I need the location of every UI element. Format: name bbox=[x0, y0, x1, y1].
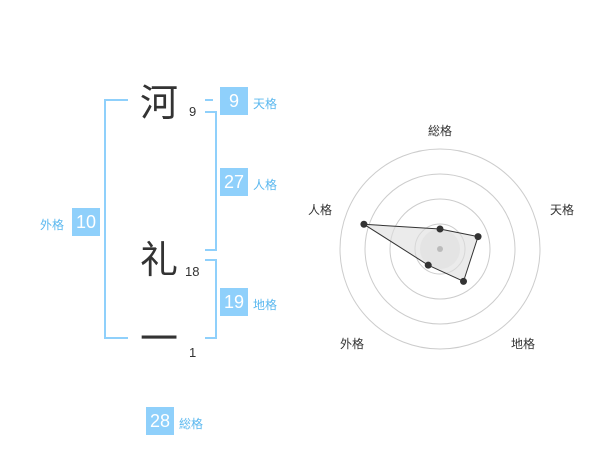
radar-center-dot bbox=[437, 246, 443, 252]
radar-ring bbox=[364, 173, 516, 325]
radar-axis-label-jinkaku: 人格 bbox=[308, 203, 333, 217]
stroke-count-3: 1 bbox=[189, 345, 197, 360]
name-char-1: 河 bbox=[140, 81, 179, 125]
radar-axis-label-gaikaku: 外格 bbox=[340, 337, 365, 351]
radar-point-2 bbox=[460, 277, 468, 285]
radar-axis-label-chikaku: 地格 bbox=[511, 337, 536, 351]
stroke-count-1: 9 bbox=[189, 104, 197, 119]
radar-series-polygon bbox=[363, 223, 479, 283]
name-char-2: 礼 bbox=[140, 238, 179, 282]
radar-ring bbox=[389, 198, 491, 300]
radar-point-3 bbox=[424, 261, 432, 269]
soukaku-badge: 28 bbox=[146, 407, 174, 435]
chikaku-label: 地格 bbox=[253, 298, 278, 312]
name-char-3: 一 bbox=[140, 317, 179, 361]
soukaku-label: 総格 bbox=[179, 417, 204, 431]
tenkaku-label: 天格 bbox=[253, 97, 278, 111]
radar-axis-label-tenkaku: 天格 bbox=[550, 203, 575, 217]
stroke-count-2: 18 bbox=[185, 264, 200, 279]
radar-axis-label-soukaku: 総格 bbox=[428, 124, 453, 138]
chikaku-badge: 19 bbox=[220, 288, 248, 316]
gaikaku-badge: 10 bbox=[72, 208, 100, 236]
radar-point-1 bbox=[474, 233, 482, 241]
jinkaku-badge: 27 bbox=[220, 168, 248, 196]
radar-point-4 bbox=[360, 220, 368, 228]
jinkaku-bracket bbox=[205, 111, 217, 251]
gaikaku-bracket bbox=[104, 99, 128, 339]
tenkaku-badge: 9 bbox=[220, 87, 248, 115]
gaikaku-label: 外格 bbox=[40, 218, 65, 232]
jinkaku-label: 人格 bbox=[253, 178, 278, 192]
chikaku-bracket bbox=[205, 259, 217, 339]
radar-point-0 bbox=[436, 225, 444, 233]
radar-ring bbox=[339, 148, 541, 350]
